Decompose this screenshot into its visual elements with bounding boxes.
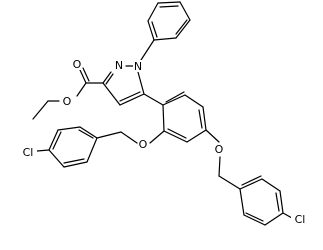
ester-oxygen-label: O — [63, 95, 72, 108]
pyrazole-n1-label: N — [134, 60, 142, 73]
chlorine-label-1: Cl — [23, 146, 34, 159]
carbonyl-oxygen-label: O — [73, 58, 82, 71]
pyrazole-n2-label: N — [115, 59, 123, 72]
bonds — [32, 1, 293, 226]
chlorine-label-2: Cl — [295, 213, 306, 226]
atom-labels: O O N N O O Cl Cl — [20, 58, 308, 226]
ether-oxygen-label-1: O — [139, 138, 148, 151]
ether-oxygen-label-2: O — [215, 143, 224, 156]
